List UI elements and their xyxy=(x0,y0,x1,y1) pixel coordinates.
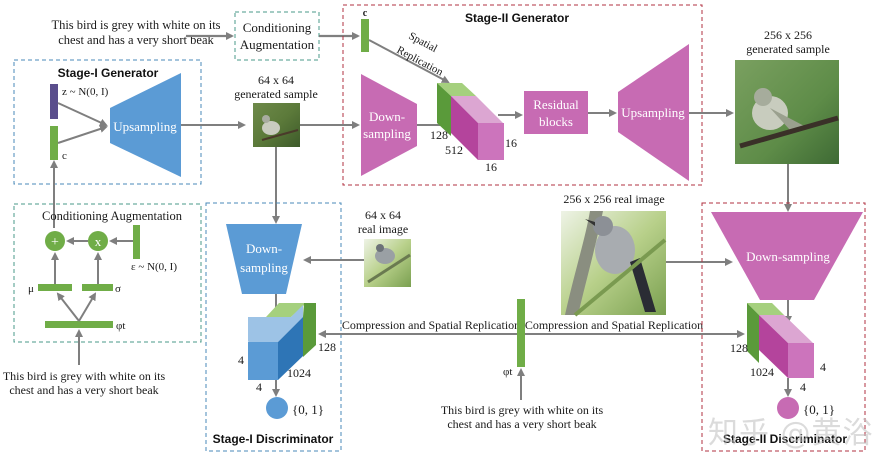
stage2-disc-dim-4b: 4 xyxy=(800,380,806,394)
stage2-c-label: c xyxy=(363,8,368,19)
stage2-disc-dim-1024: 1024 xyxy=(750,365,774,379)
stage1-discriminator-title: Stage-I Discriminator xyxy=(213,432,334,446)
real-64-image xyxy=(364,239,411,287)
stage2-downsampling-line1: Down- xyxy=(369,109,405,124)
arrow-spatial-replication xyxy=(368,39,450,83)
phi-center-vector xyxy=(517,299,525,367)
generated-256-image xyxy=(735,60,839,164)
compression-label-left: Compression and Spatial Replication xyxy=(342,318,520,332)
arrow-z-to-up xyxy=(57,102,108,127)
add-symbol: + xyxy=(51,235,59,250)
stage2-disc-dim-128: 128 xyxy=(730,341,748,355)
stage1-downsampling-line1: Down- xyxy=(246,241,282,256)
stage1-downsampling-line2: sampling xyxy=(240,260,288,275)
caption-center-line2: chest and has a very short beak xyxy=(447,417,596,431)
ca-box-line1: Conditioning xyxy=(243,20,312,35)
gen64-label-line1: 64 x 64 xyxy=(258,73,294,87)
stage1-upsampling-label: Upsampling xyxy=(113,119,177,134)
stage2-downsampling-label: Down-sampling xyxy=(746,249,830,264)
caption-top-line2: chest and has a very short beak xyxy=(58,33,214,47)
mu-vector xyxy=(38,284,72,291)
stage1-disc-dim-4a: 4 xyxy=(238,353,244,367)
gen64-label-line2: generated sample xyxy=(234,87,318,101)
z-label: z ~ N(0, I) xyxy=(62,86,109,98)
real64-label-line2: real image xyxy=(358,222,408,236)
stage1-upsampling-shape xyxy=(110,73,181,177)
stage1-generator-title: Stage-I Generator xyxy=(58,66,159,80)
stage2-disc-feature-cube xyxy=(747,303,814,378)
c-vector xyxy=(50,126,58,160)
mu-label: μ xyxy=(28,283,34,295)
stage2-c-vector xyxy=(361,19,369,52)
stage2-gen-feature-cube xyxy=(437,83,504,160)
residual-line1: Residual xyxy=(533,97,579,112)
epsilon-vector xyxy=(133,225,140,259)
stage2-downsampling-shape xyxy=(361,74,417,176)
stage2-gen-dim-128: 128 xyxy=(430,128,448,142)
residual-line2: blocks xyxy=(539,114,573,129)
real-256-image xyxy=(561,211,667,317)
stage1-generator-box xyxy=(13,59,202,185)
phi-center-label: φt xyxy=(503,366,512,378)
stage2-generator-box xyxy=(342,4,703,186)
arrow-phi-to-sigma xyxy=(78,292,97,322)
ca-detail-box xyxy=(13,203,202,343)
stage1-output-label: {0, 1} xyxy=(292,402,324,417)
stage2-gen-dim-512: 512 xyxy=(445,143,463,157)
stage1-disc-feature-cube xyxy=(248,303,316,380)
stage1-disc-dim-1024: 1024 xyxy=(287,366,311,380)
stage1-discriminator-box xyxy=(205,202,342,452)
multiply-node xyxy=(88,231,108,251)
stage2-upsampling-label: Upsampling xyxy=(621,105,685,120)
stage1-disc-dim-128: 128 xyxy=(318,340,336,354)
epsilon-label: ε ~ N(0, I) xyxy=(131,261,177,273)
caption-left-line2: chest and has a very short beak xyxy=(9,383,158,397)
stage2-generator-title: Stage-II Generator xyxy=(465,11,569,25)
stage1-downsampling-shape xyxy=(226,224,302,294)
caption-top-line1: This bird is grey with white on its xyxy=(51,18,220,32)
stage2-gen-dim-16b: 16 xyxy=(485,160,497,174)
stage2-output-node xyxy=(777,397,799,419)
stage1-output-node xyxy=(266,397,288,419)
ca-detail-title: Conditioning Augmentation xyxy=(42,209,183,223)
sigma-vector xyxy=(82,284,113,291)
stage2-discriminator-box xyxy=(701,202,866,452)
stage2-output-label: {0, 1} xyxy=(803,402,835,417)
compression-label-right: Compression and Spatial Replication xyxy=(525,318,703,332)
arrow-phi-to-mu xyxy=(56,292,80,322)
real256-label: 256 x 256 real image xyxy=(563,192,664,206)
add-node xyxy=(45,231,65,251)
residual-blocks xyxy=(524,91,588,134)
multiply-symbol: x xyxy=(95,234,102,249)
stage2-disc-dim-4a: 4 xyxy=(820,360,826,374)
caption-center-line1: This bird is grey with white on its xyxy=(441,403,604,417)
z-vector xyxy=(50,84,58,119)
spatial-label-line2: Replication xyxy=(395,44,446,79)
stage2-discriminator-title: Stage-II Discriminator xyxy=(723,432,847,446)
sigma-label: σ xyxy=(115,283,121,295)
arrow-c-to-up xyxy=(57,125,108,144)
stage2-upsampling-shape xyxy=(618,44,689,181)
ca-box-line2: Augmentation xyxy=(240,37,315,52)
phi-vector xyxy=(45,321,113,328)
real64-label-line1: 64 x 64 xyxy=(365,208,401,222)
generated-64-image xyxy=(253,103,300,147)
stage1-disc-dim-4b: 4 xyxy=(256,380,262,394)
stage2-downsampling-line2: sampling xyxy=(363,126,411,141)
stage2-gen-dim-16a: 16 xyxy=(505,136,517,150)
stage2-downsampling-shape xyxy=(711,212,863,300)
gen256-label-line1: 256 x 256 xyxy=(764,28,812,42)
c-label: c xyxy=(62,150,67,162)
gen256-label-line2: generated sample xyxy=(746,42,830,56)
phi-label: φt xyxy=(116,320,125,332)
caption-left-line1: This bird is grey with white on its xyxy=(3,369,166,383)
